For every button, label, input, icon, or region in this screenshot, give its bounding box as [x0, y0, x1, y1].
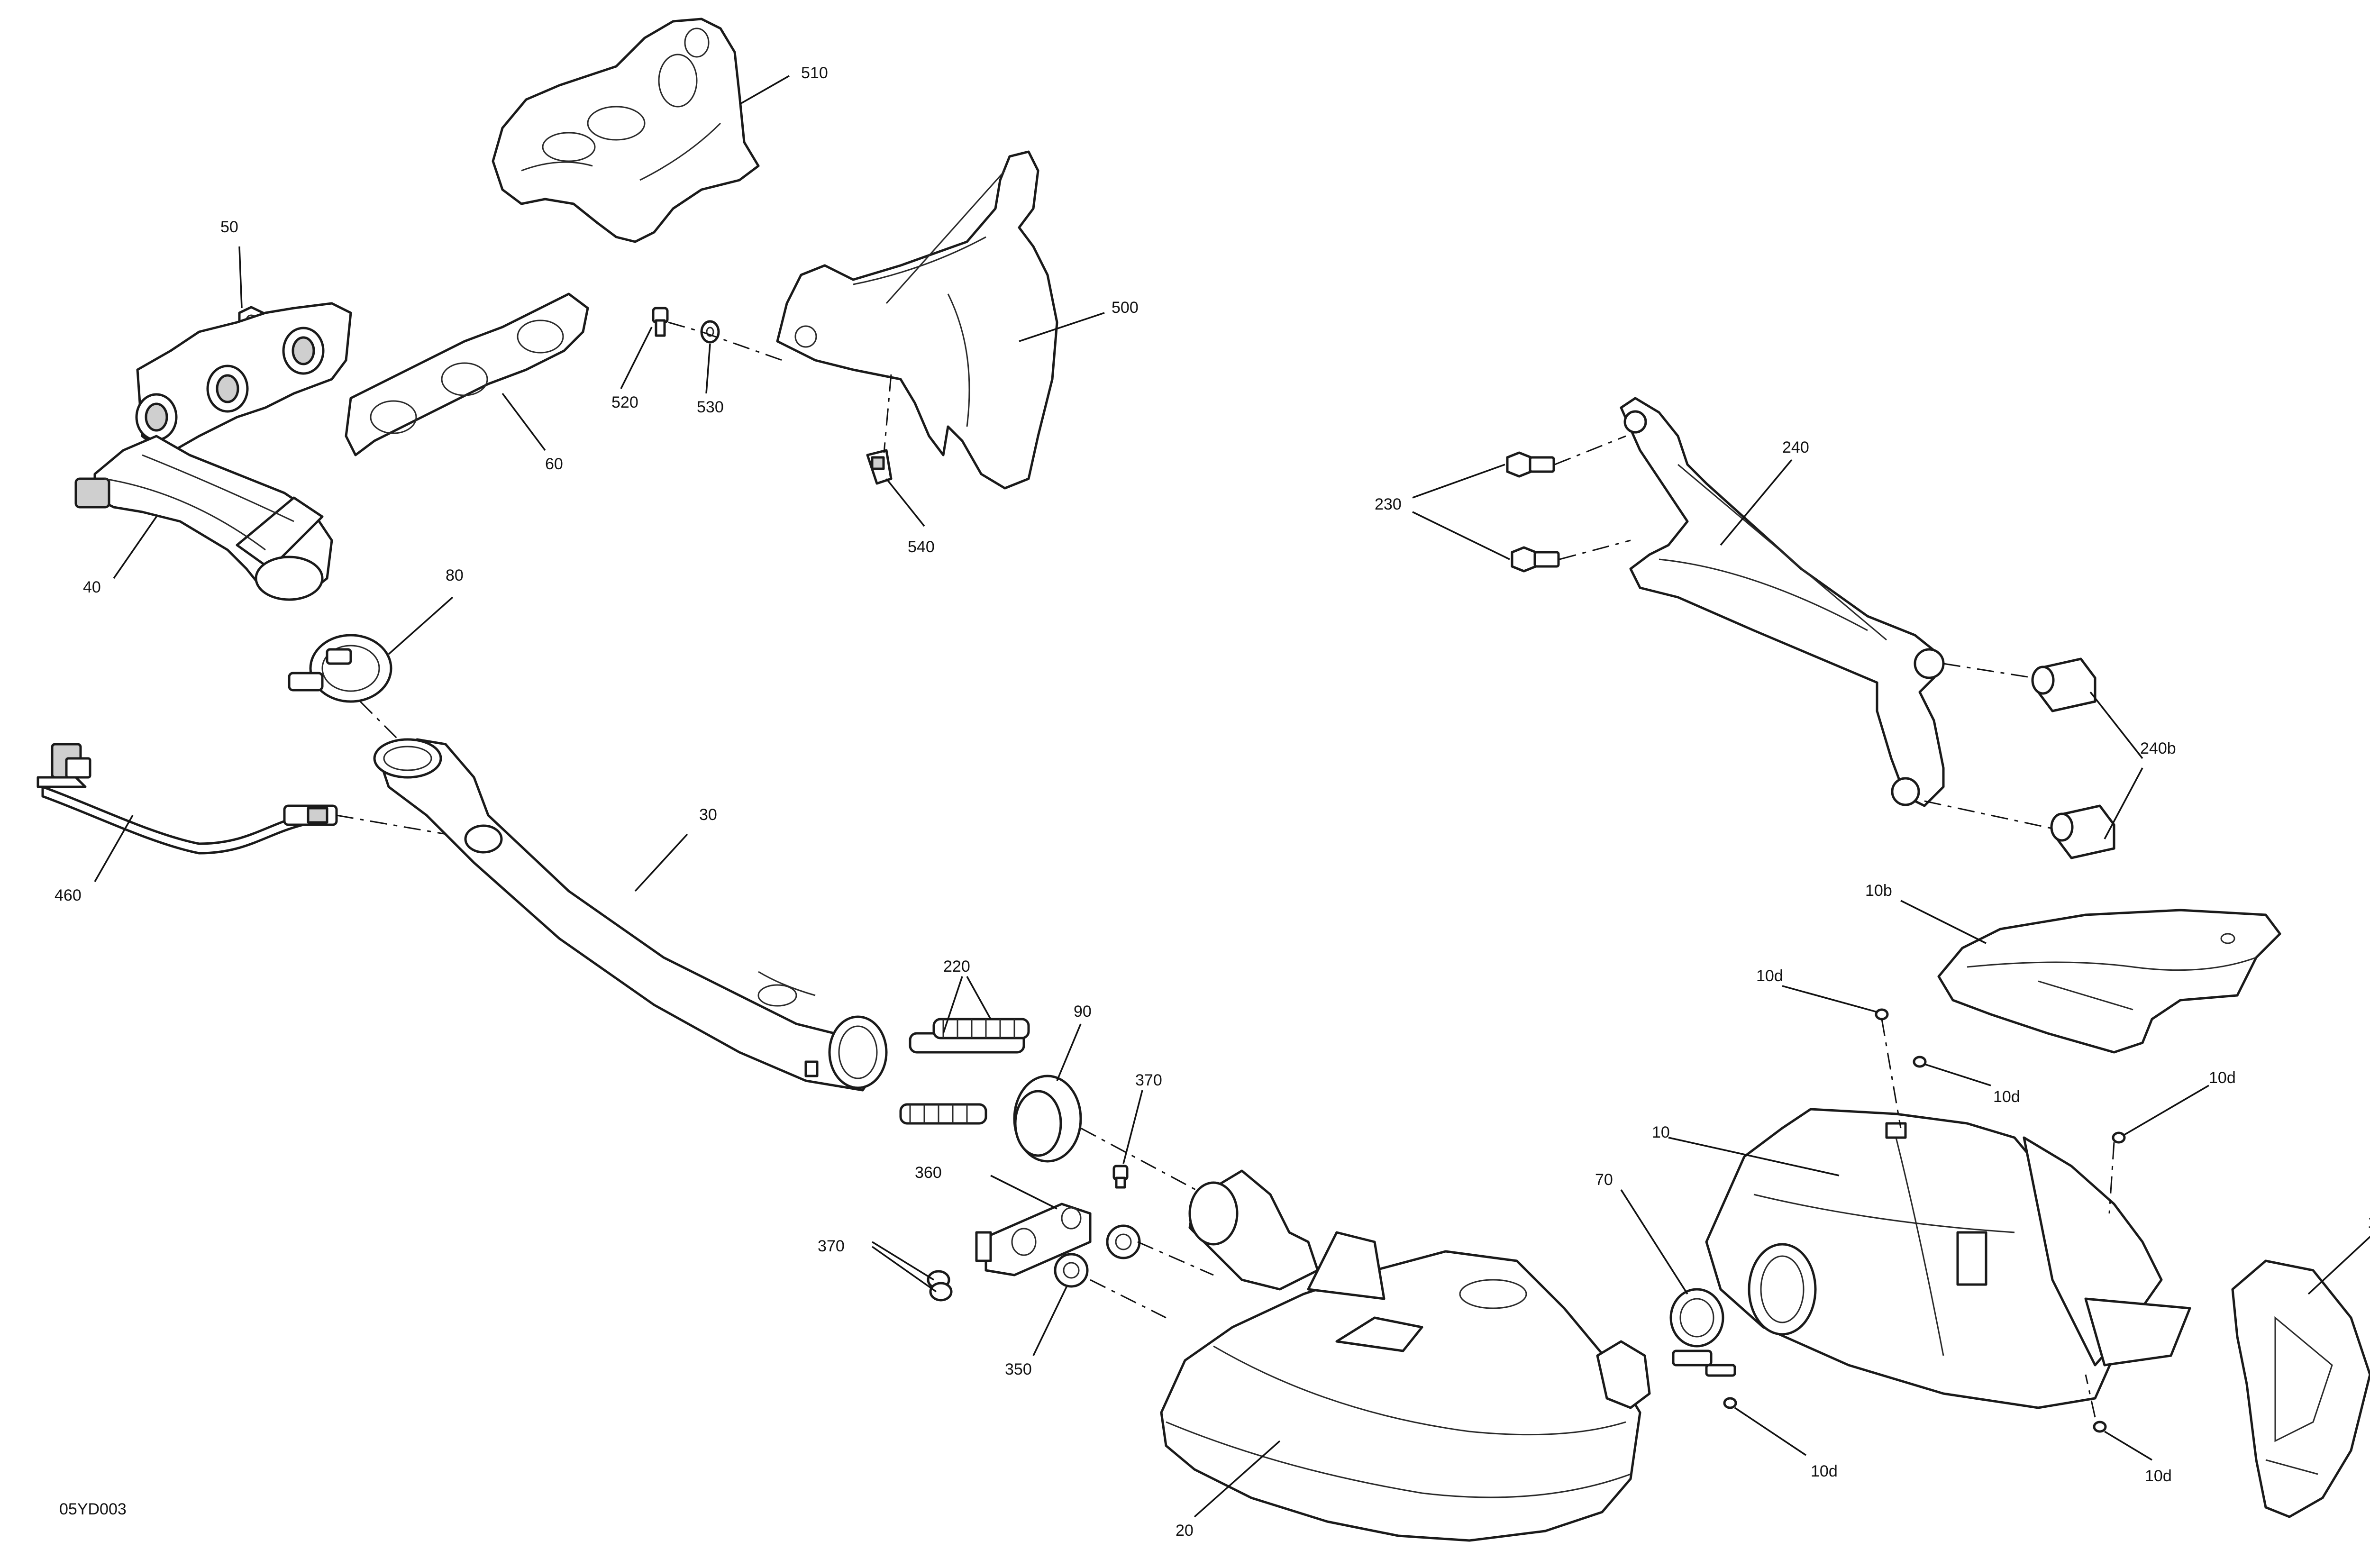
callout-90: 90 — [1074, 1003, 1092, 1021]
rear-guard-10b — [1937, 909, 2281, 1054]
callout-520: 520 — [611, 393, 638, 411]
callout-240: 240 — [1782, 438, 1809, 456]
bushing-240b-a — [2031, 657, 2097, 712]
callout-370-left: 370 — [818, 1237, 845, 1255]
callout-30: 30 — [699, 806, 717, 824]
bushing-240b-b — [2050, 804, 2115, 859]
callout-10d-e: 10d — [2145, 1467, 2172, 1485]
callout-540: 540 — [908, 538, 935, 556]
muffler — [1160, 1169, 1651, 1542]
bolt-370-b — [927, 1270, 953, 1302]
oxygen-sensor — [36, 743, 338, 855]
exhaust-manifold — [74, 302, 352, 601]
callout-510: 510 — [801, 64, 828, 82]
screw-10d-b — [1913, 1056, 1927, 1068]
support-bracket-240 — [1620, 397, 1945, 807]
callout-240b: 240b — [2140, 739, 2176, 757]
callout-labels: 510 50 500 520 530 60 540 40 80 230 240 … — [55, 64, 2370, 1540]
spring-220-b — [932, 1018, 1030, 1039]
callout-530: 530 — [697, 398, 724, 416]
rear-silencer — [1705, 1108, 2191, 1409]
end-cap-10c — [2231, 1259, 2370, 1518]
callout-10d-c: 10d — [2209, 1069, 2236, 1087]
callout-70: 70 — [1595, 1171, 1613, 1189]
screw-10d-d — [1723, 1397, 1737, 1409]
bolt-370-a — [1112, 1165, 1129, 1189]
callout-230: 230 — [1375, 495, 1402, 513]
callout-460: 460 — [55, 886, 82, 904]
figure-id: 05YD003 — [59, 1500, 127, 1518]
callout-10d-a: 10d — [1756, 967, 1783, 985]
clip-540 — [866, 449, 893, 485]
callout-10b: 10b — [1865, 882, 1892, 900]
callout-80: 80 — [446, 566, 464, 584]
callout-350: 350 — [1005, 1360, 1032, 1378]
screw-10d-e — [2093, 1421, 2107, 1433]
screw-10d-c — [2112, 1131, 2126, 1144]
callout-60: 60 — [545, 455, 563, 473]
leader-lines — [94, 75, 2370, 1518]
callout-40: 40 — [83, 578, 101, 596]
bracket-360 — [975, 1203, 1092, 1276]
callout-370-top: 370 — [1135, 1071, 1162, 1089]
bolt-230-a — [1506, 451, 1555, 478]
exhaust-pipe — [373, 738, 888, 1092]
washer-530 — [700, 320, 720, 344]
gasket-ring-90 — [1013, 1075, 1082, 1163]
callout-500: 500 — [1112, 299, 1139, 317]
manifold-gasket — [345, 292, 589, 456]
screw-10d-a — [1875, 1008, 1889, 1021]
callout-360: 360 — [915, 1164, 942, 1182]
heat-shield-lower — [776, 150, 1058, 490]
clamp-70 — [1669, 1288, 1736, 1377]
callout-50: 50 — [220, 218, 238, 236]
callout-10d-d: 10d — [1811, 1462, 1838, 1480]
grommet-350-a — [1054, 1253, 1089, 1288]
grommet-350-b — [1106, 1224, 1141, 1259]
heat-shield-upper — [492, 18, 760, 243]
clamp-80 — [288, 634, 392, 703]
bolt-520 — [652, 307, 669, 337]
bolt-230-b — [1511, 546, 1560, 573]
callout-10: 10 — [1652, 1123, 1670, 1141]
spring-220-c — [899, 1103, 987, 1125]
callout-10d-b: 10d — [1993, 1088, 2020, 1106]
callout-10c: 10c — [2368, 1213, 2370, 1231]
callout-220: 220 — [943, 957, 970, 975]
callout-20: 20 — [1176, 1522, 1194, 1540]
